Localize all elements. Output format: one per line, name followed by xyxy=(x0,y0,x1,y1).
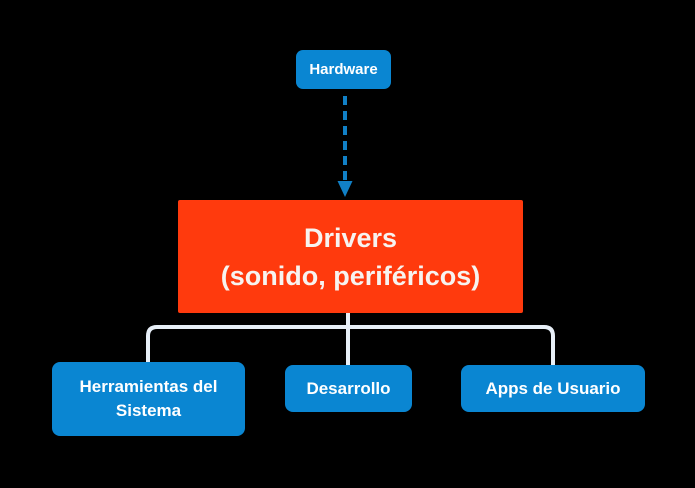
children-connector-bracket xyxy=(146,313,555,366)
node-drivers[interactable]: Drivers (sonido, periféricos) xyxy=(178,200,523,313)
node-desarrollo[interactable]: Desarrollo xyxy=(285,365,412,412)
node-hardware[interactable]: Hardware xyxy=(296,50,391,89)
node-herramientas-label: Herramientas del Sistema xyxy=(79,377,218,420)
node-herramientas-del-sistema[interactable]: Herramientas del Sistema xyxy=(52,362,245,436)
node-apps-label: Apps de Usuario xyxy=(485,378,621,398)
arrowhead-icon xyxy=(337,181,353,197)
node-apps-de-usuario[interactable]: Apps de Usuario xyxy=(461,365,645,412)
node-desarrollo-label: Desarrollo xyxy=(306,378,391,398)
node-drivers-subtitle: (sonido, periféricos) xyxy=(220,260,481,291)
node-drivers-title: Drivers xyxy=(303,222,398,253)
node-hardware-label: Hardware xyxy=(309,61,378,78)
